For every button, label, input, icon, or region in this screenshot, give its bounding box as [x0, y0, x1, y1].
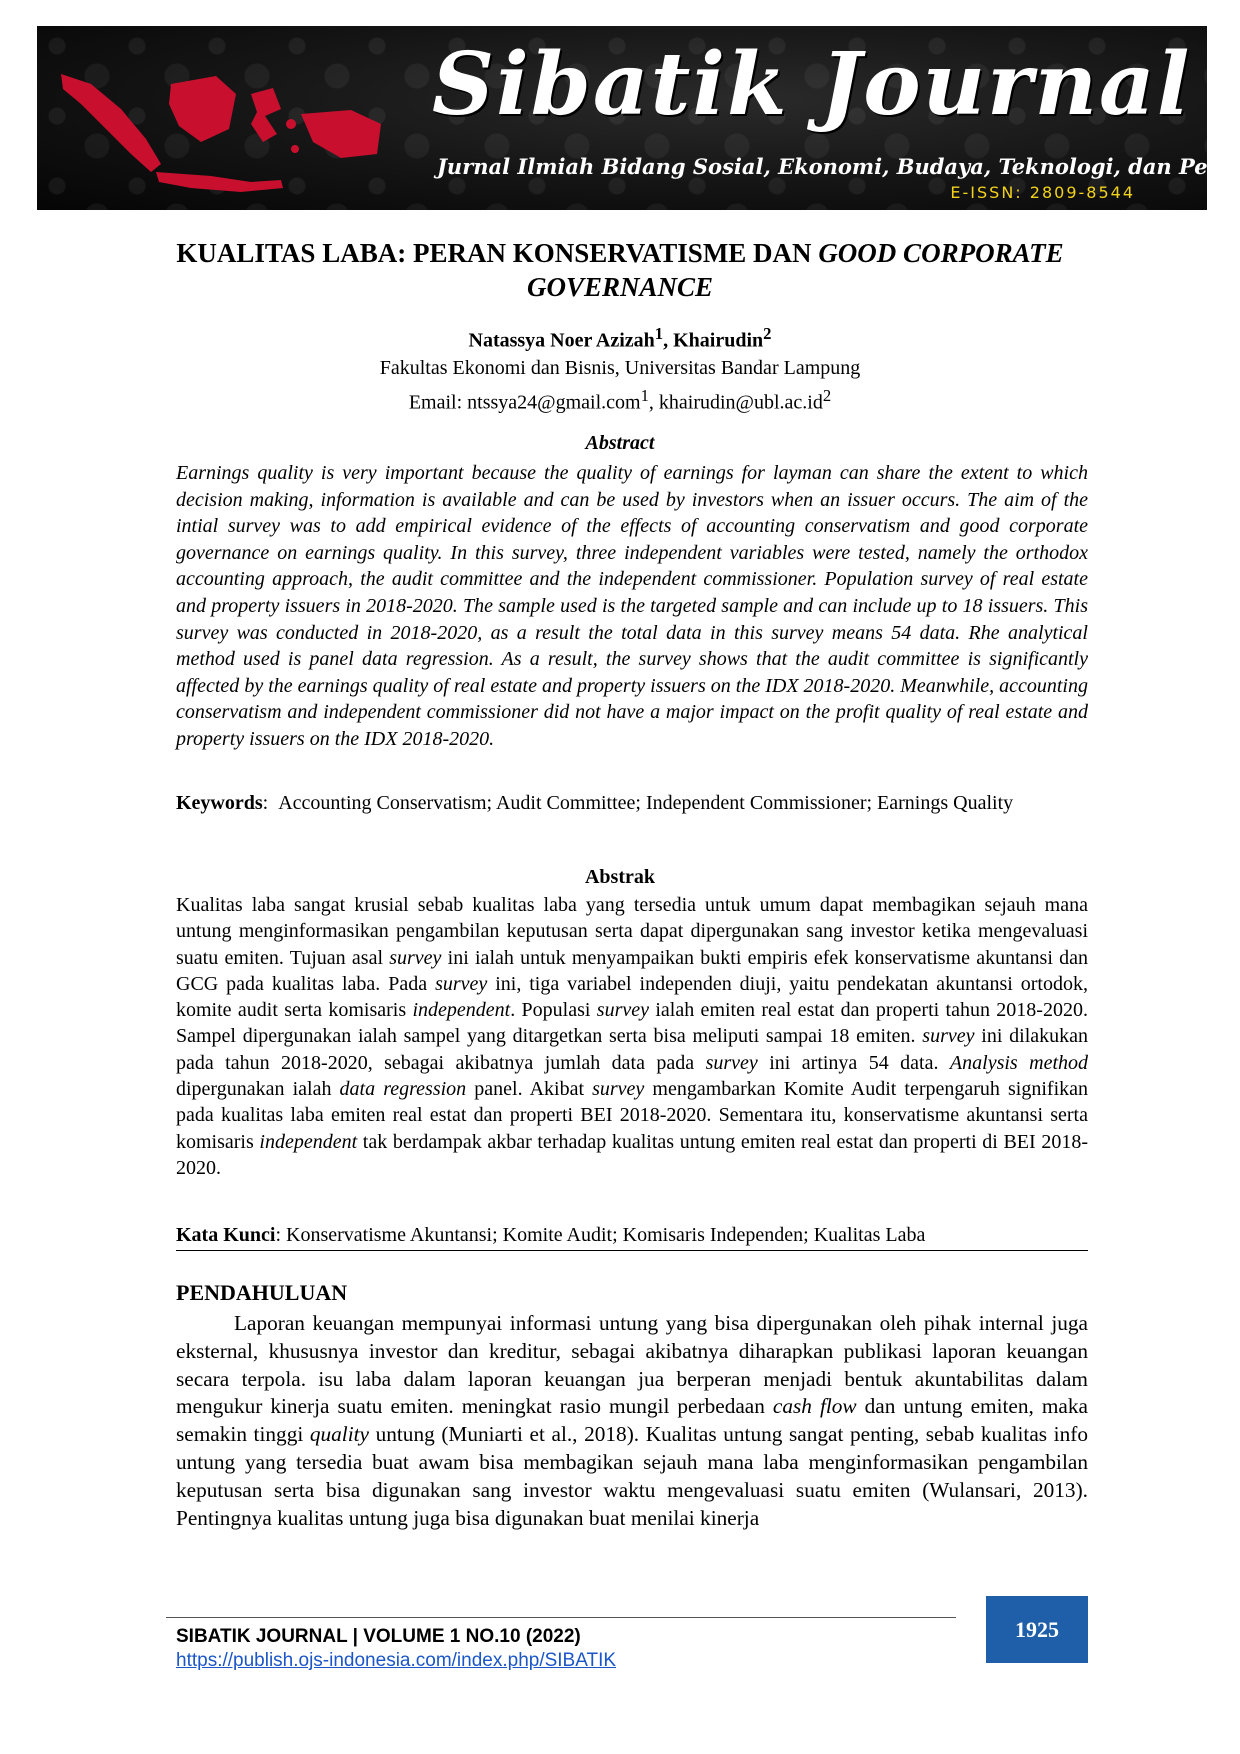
- abstrak-italic: survey: [922, 1025, 975, 1048]
- abstrak-italic: survey: [435, 972, 488, 995]
- kata-kunci-value: : Konservatisme Akuntansi; Komite Audit;…: [275, 1224, 926, 1246]
- title-part1: KUALITAS LABA: PERAN KONSERVATISME DAN: [176, 238, 819, 268]
- email-2-sup: 2: [822, 385, 832, 405]
- email-separator: ,: [648, 391, 659, 414]
- abstrak-seg: mengambarkan Komite Audit terpengaruh si…: [176, 1078, 1089, 1153]
- abstrak-italic: data regression: [339, 1078, 467, 1101]
- intro-italic: quality: [309, 1422, 369, 1447]
- abstrak-seg: panel. Akibat: [466, 1078, 593, 1101]
- section-heading-pendahuluan: PENDAHULUAN: [176, 1280, 348, 1305]
- abstrak-heading: Abstrak: [584, 866, 655, 888]
- abstract-heading: Abstract: [585, 432, 655, 454]
- article-title: KUALITAS LABA: PERAN KONSERVATISME DAN G…: [170, 236, 1070, 304]
- abstract-text: Earnings quality is very important becau…: [176, 462, 1088, 750]
- abstrak-italic: Analysis method: [949, 1051, 1089, 1074]
- author-2-sup: 2: [763, 324, 772, 343]
- intro-seg: untung (Muniarti et al., 2018). Kualitas…: [176, 1422, 1088, 1530]
- email-1-sup: 1: [640, 385, 649, 405]
- abstrak-italic: survey: [592, 1078, 645, 1101]
- abstrak-seg: . Populasi: [510, 999, 597, 1022]
- abstrak-italic: survey: [389, 946, 442, 969]
- intro-body: Laporan keuangan mempunyai informasi unt…: [176, 1310, 1088, 1532]
- keywords-label-text: Keywords: [176, 792, 263, 814]
- email-line: Email: ntssya24@gmail.com1, khairudin@ub…: [170, 382, 1070, 417]
- author-1-sup: 1: [654, 324, 664, 343]
- kata-kunci-label: Kata Kunci: [176, 1224, 276, 1246]
- affiliation: Fakultas Ekonomi dan Bisnis, Universitas…: [379, 356, 861, 379]
- abstrak-italic: survey: [596, 999, 649, 1022]
- journal-name: Sibatik Journal: [432, 34, 1192, 135]
- intro-paragraph: Laporan keuangan mempunyai informasi unt…: [176, 1310, 1088, 1532]
- email-1: ntssya24@gmail.com: [467, 391, 641, 414]
- email-2: khairudin@ubl.ac.id: [658, 391, 823, 414]
- abstrak-italic: independent: [259, 1130, 358, 1153]
- abstrak-seg: dipergunakan ialah: [176, 1078, 340, 1101]
- author-1: Natassya Noer Azizah: [468, 329, 655, 352]
- abstrak-seg: tak berdampak akbar terhadap kualitas un…: [176, 1130, 1088, 1179]
- keywords-label: Keywords:: [176, 790, 268, 816]
- journal-banner: Sibatik Journal Jurnal Ilmiah Bidang Sos…: [37, 26, 1207, 210]
- abstrak-seg: ini artinya 54 data.: [757, 1051, 950, 1074]
- intro-seg: Laporan keuangan mempunyai informasi unt…: [176, 1311, 1088, 1419]
- author-2: Khairudin: [673, 329, 764, 352]
- author-names: Natassya Noer Azizah1, Khairudin2: [170, 320, 1070, 355]
- abstrak-seg: Kualitas laba sangat krusial sebab kuali…: [176, 894, 1088, 969]
- author-block: Natassya Noer Azizah1, Khairudin2 Fakult…: [170, 320, 1070, 416]
- intro-seg: dan untung emiten, maka semakin tinggi: [176, 1394, 1088, 1447]
- kata-kunci-row: Kata Kunci: Konservatisme Akuntansi; Kom…: [176, 1222, 1088, 1251]
- abstrak-seg: ini ialah untuk menyampaikan bukti empir…: [176, 946, 1088, 995]
- journal-link[interactable]: https://publish.ojs-indonesia.com/index.…: [176, 1650, 617, 1671]
- keywords-row: Keywords: Accounting Conservatism; Audit…: [176, 790, 1088, 816]
- page-number: 1925: [1015, 1616, 1059, 1642]
- keywords-colon: :: [262, 792, 269, 814]
- abstrak-italic: survey: [705, 1051, 758, 1074]
- abstrak-text: Kualitas laba sangat krusial sebab kuali…: [176, 892, 1088, 1181]
- indonesia-map-logo: [61, 74, 381, 192]
- footer-journal-info: SIBATIK JOURNAL | VOLUME 1 NO.10 (2022): [176, 1626, 581, 1647]
- email-prefix: Email:: [408, 391, 468, 414]
- abstrak-seg: ini, tiga variabel independen diuji, yai…: [176, 972, 1088, 1022]
- keywords-value: Accounting Conservatism; Audit Committee…: [278, 792, 1014, 814]
- page-number-badge: 1925: [986, 1596, 1088, 1663]
- issn-label: E-ISSN: 2809-8544: [950, 183, 1135, 202]
- title-part2: GOOD CORPORATE GOVERNANCE: [526, 238, 1064, 302]
- footer-divider: [166, 1617, 956, 1618]
- abstrak-italic: independent: [412, 999, 511, 1022]
- abstrak-seg: ini dilakukan pada tahun 2018-2020, seba…: [176, 1025, 1088, 1074]
- abstrak-seg: ialah emiten real estat dan properti tah…: [176, 999, 1088, 1048]
- intro-italic: cash flow: [772, 1394, 857, 1419]
- journal-subtitle: Jurnal Ilmiah Bidang Sosial, Ekonomi, Bu…: [437, 154, 1207, 179]
- author-separator: ,: [663, 329, 674, 352]
